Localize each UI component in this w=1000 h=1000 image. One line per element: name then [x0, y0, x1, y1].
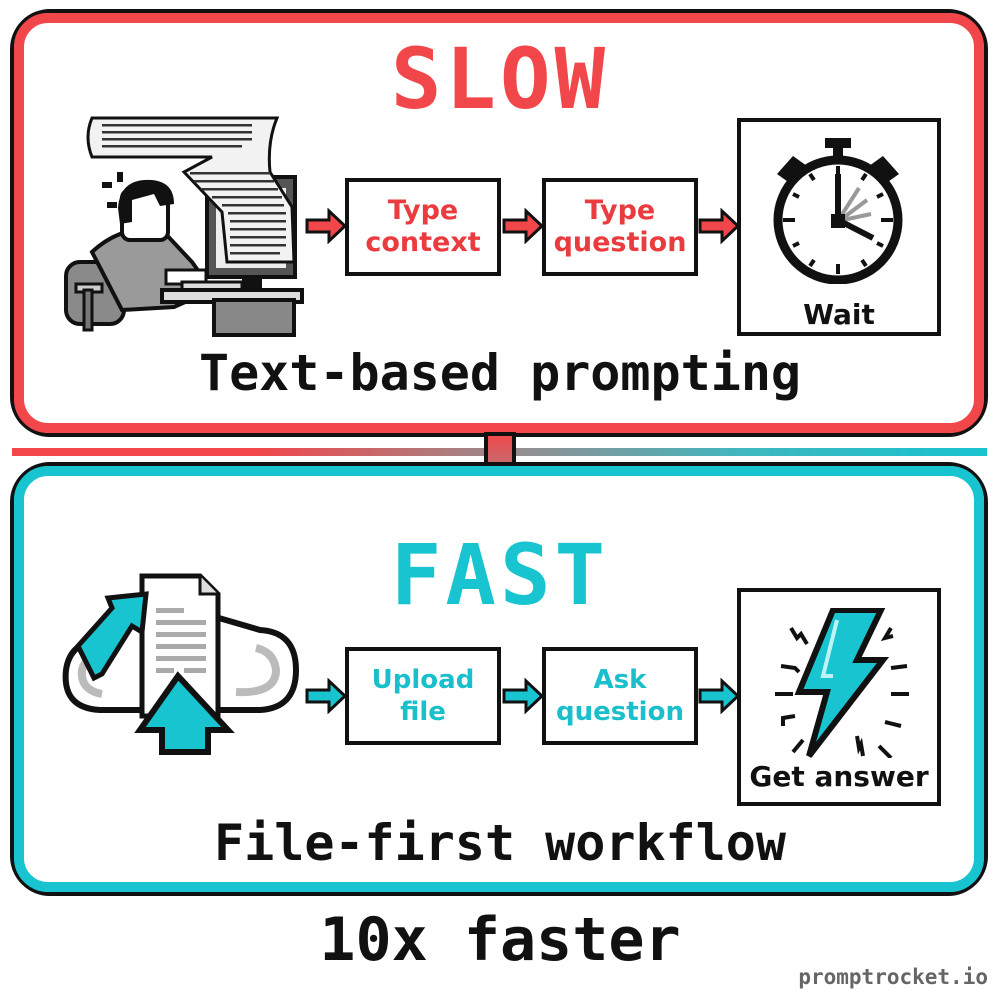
result-label: Wait — [803, 298, 875, 331]
fast-panel-outline — [10, 462, 988, 896]
step-label-line1: Type — [584, 195, 656, 226]
result-get-answer: Get answer — [737, 588, 941, 806]
flow-arrow-icon — [698, 678, 740, 714]
flow-arrow-icon — [502, 678, 544, 714]
step-label-line2: question — [556, 697, 684, 727]
flow-arrow-icon — [502, 208, 544, 244]
result-wait: Wait — [737, 118, 941, 336]
slow-caption: Text-based prompting — [198, 344, 802, 402]
stopwatch-icon — [773, 138, 903, 284]
step-label-line1: Type — [387, 195, 459, 226]
lightning-bolt-icon — [775, 608, 909, 758]
step-label-line2: file — [400, 697, 446, 727]
step-label-line1: Ask — [593, 665, 647, 695]
cloud-upload-document-icon — [62, 573, 300, 755]
flow-arrow-icon — [698, 208, 740, 244]
slow-panel-border — [14, 13, 984, 433]
step-type-context: Type context — [345, 178, 501, 276]
flow-arrow-icon — [305, 678, 347, 714]
step-label-line1: Upload — [371, 665, 475, 695]
watermark-link[interactable]: promptrocket.io — [798, 965, 988, 989]
result-label: Get answer — [749, 760, 929, 793]
step-label-line2: context — [365, 227, 481, 258]
fast-caption: File-first workflow — [214, 814, 786, 872]
tagline: 10x faster — [319, 905, 681, 975]
step-type-question: Type question — [542, 178, 698, 276]
fast-heading: FAST — [390, 526, 610, 624]
fast-panel-border — [14, 466, 984, 892]
step-label-line2: question — [553, 227, 687, 258]
flow-arrow-icon — [305, 208, 347, 244]
step-ask-question: Ask question — [542, 647, 698, 745]
slow-heading: SLOW — [390, 30, 610, 128]
person-typing-at-computer-icon — [64, 116, 304, 337]
step-upload-file: Upload file — [345, 647, 501, 745]
